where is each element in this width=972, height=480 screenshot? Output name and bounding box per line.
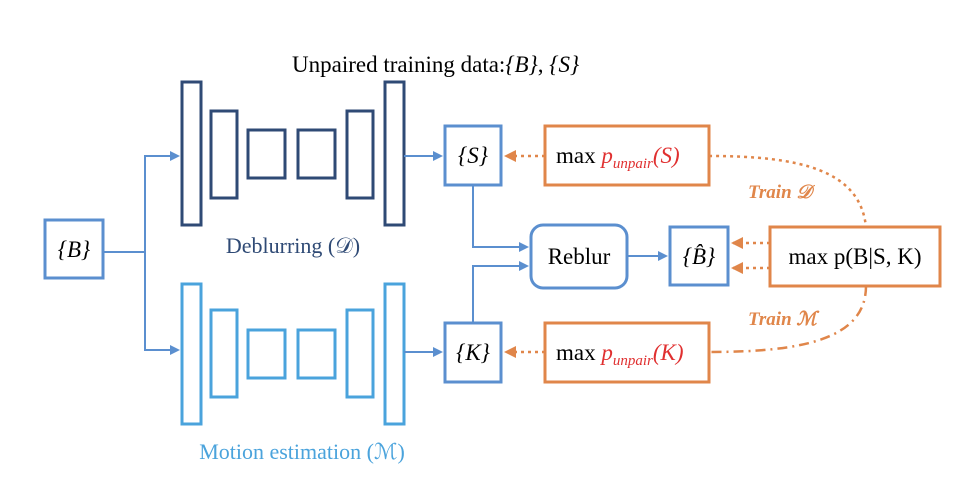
deblur-layer-5	[345, 109, 375, 200]
reblurred-b-label: {B̂}	[683, 243, 715, 269]
motion-layer-1	[180, 282, 203, 426]
output-k-box	[443, 321, 503, 384]
input-branch-line	[103, 151, 180, 253]
motion-layer-3	[246, 328, 287, 380]
title-sep: ,	[538, 52, 550, 77]
unpair-k-sub: unpair	[613, 353, 653, 369]
unpair-k-box	[543, 321, 711, 384]
output-s-label: {S}	[458, 143, 488, 168]
unpair-s-expr: max punpair(S)	[556, 143, 680, 172]
deblurring-label: Deblurring (𝒟)	[226, 233, 360, 258]
motion-layer-2	[209, 308, 239, 399]
deblur-layer-6	[383, 80, 406, 227]
train-m-label: Train ℳ	[748, 309, 820, 330]
reblurred-b-box	[668, 225, 730, 287]
motion-label: Motion estimation (ℳ)	[199, 439, 405, 464]
output-s-box	[443, 124, 503, 187]
deblur-layer-3	[246, 128, 287, 180]
title-prefix: Unpaired training data:	[292, 52, 505, 77]
unpair-k-arg: (K)	[653, 340, 684, 365]
input-branch-line-lower	[144, 252, 180, 355]
motion-network	[180, 282, 406, 426]
reblur-label: Reblur	[548, 244, 611, 269]
s-to-reblur-line	[472, 185, 529, 252]
motion-layer-4	[296, 328, 337, 380]
input-b-label: {B}	[58, 237, 90, 262]
unpair-s-max: max	[556, 143, 601, 168]
deblurring-network	[180, 80, 406, 227]
title: Unpaired training data:{B}, {S}	[292, 52, 579, 77]
deblur-layer-1	[180, 80, 203, 227]
train-m-curve	[708, 285, 868, 354]
unpair-k-max: max	[556, 340, 601, 365]
unpair-s-sub: unpair	[613, 156, 653, 172]
deblur-layer-4	[296, 128, 337, 180]
title-set-b: {B}	[505, 52, 537, 77]
output-k-label: {K}	[456, 340, 490, 365]
k-to-reblur-line	[472, 261, 529, 323]
likelihood-box	[768, 225, 942, 288]
unpair-s-p: p	[599, 143, 613, 168]
input-b-box	[43, 218, 105, 280]
motion-layer-5	[345, 308, 375, 399]
title-set-s: {S}	[549, 52, 579, 77]
unpair-k-expr: max punpair(K)	[556, 340, 684, 369]
deblur-layer-2	[209, 109, 239, 200]
unpair-k-p: p	[599, 340, 613, 365]
motion-layer-6	[383, 282, 406, 426]
train-d-label: Train 𝒟	[748, 182, 815, 203]
train-d-curve	[708, 154, 868, 228]
likelihood-expr: max p(B|S, K)	[788, 244, 921, 269]
unpair-s-arg: (S)	[653, 143, 680, 168]
